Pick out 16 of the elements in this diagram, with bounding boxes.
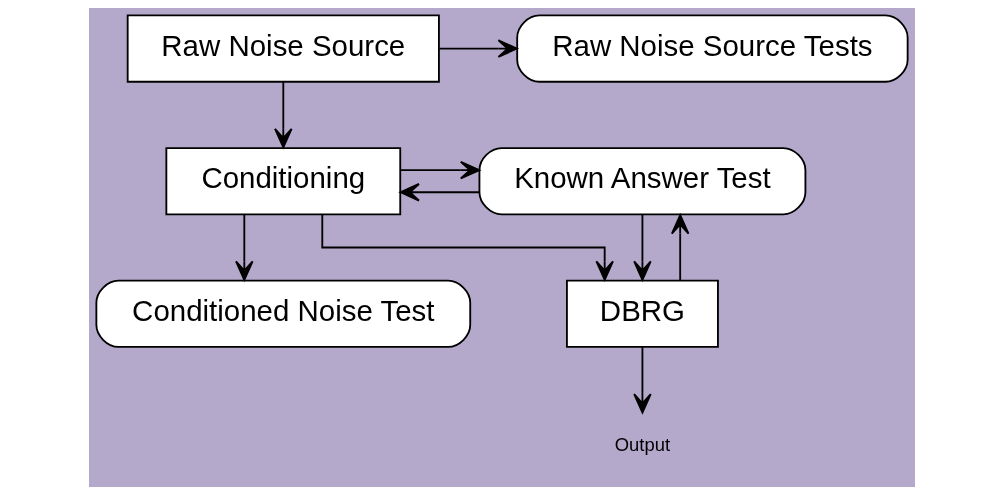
arrow [320, 214, 614, 281]
node-box: Known Answer Test [478, 147, 806, 216]
node-box: Conditioning [164, 147, 401, 216]
arrow [438, 39, 518, 58]
arrow [273, 81, 292, 149]
node-box: Raw Noise Source [126, 14, 440, 83]
arrow [398, 160, 480, 180]
arrow [399, 183, 480, 202]
node-text: Output [614, 434, 670, 456]
node-box: DBRG [565, 279, 719, 348]
node-box: Conditioned Noise Test [94, 279, 471, 348]
arrow [670, 214, 689, 282]
arrow [234, 213, 253, 281]
node-box: Raw Noise Source Tests [515, 14, 909, 83]
arrow [632, 346, 652, 414]
arrow [632, 213, 652, 281]
